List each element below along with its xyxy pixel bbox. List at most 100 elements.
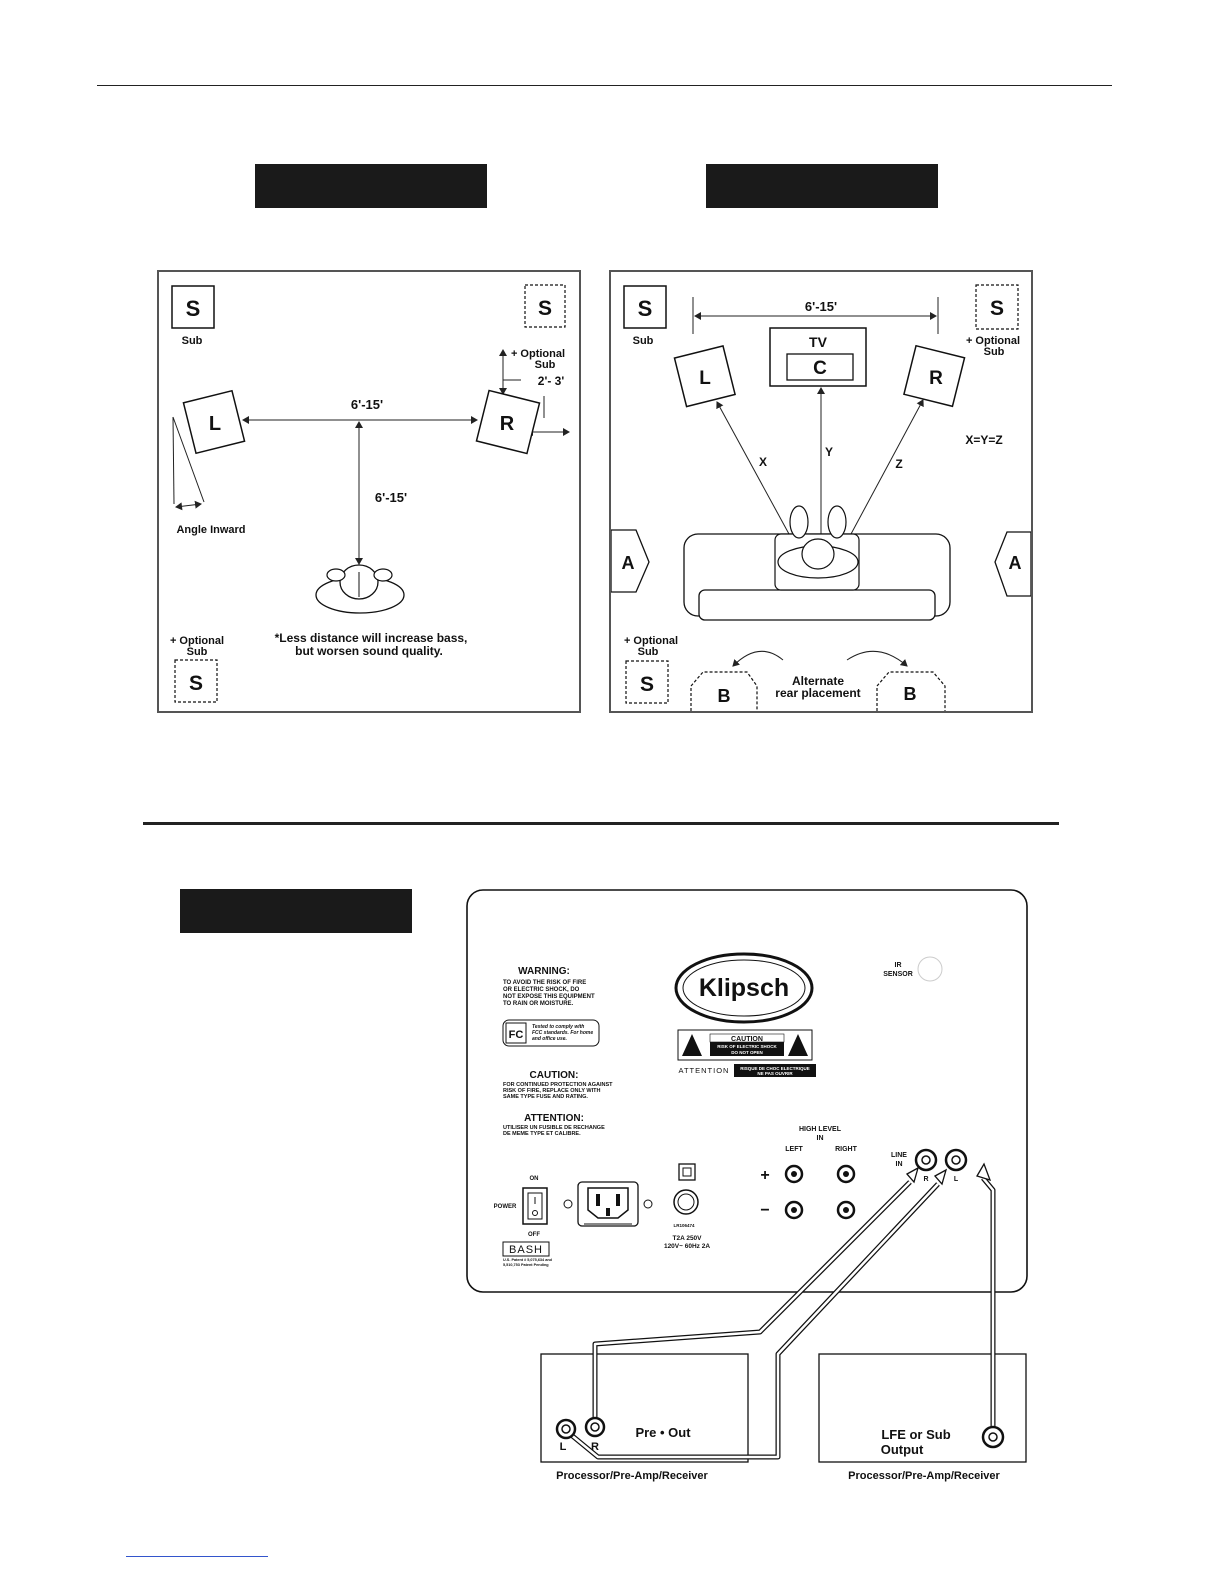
fcc-line-3: and office use.: [532, 1036, 567, 1042]
fcc-logo: FC: [509, 1029, 524, 1041]
ir-sensor: [917, 956, 943, 982]
bash-logo: [502, 1241, 550, 1257]
plus-label: +: [760, 1167, 769, 1184]
attention-line-1: UTILISER UN FUSIBLE DE RECHANGE: [503, 1125, 605, 1131]
high-level-label-1: HIGH LEVEL: [799, 1126, 842, 1133]
optional-sub-letter: S: [538, 297, 552, 320]
optional-sub-bl-letter: S: [189, 672, 203, 695]
sub-letter: S: [638, 296, 653, 321]
optional-sub-bl-label-1: + Optional: [170, 635, 224, 647]
warning-line-4: TO RAIN OR MOISTURE.: [503, 1001, 574, 1007]
optional-sub-bl-label-2: Sub: [638, 646, 659, 658]
left-speaker: [182, 389, 246, 455]
center-speaker-letter: C: [813, 358, 827, 379]
line-in-l-label: L: [954, 1176, 959, 1183]
equation-label: X=Y=Z: [965, 433, 1002, 447]
bash-label: BASH: [509, 1244, 543, 1256]
bash-note-1: U.S. Patent # 5,075,634 and: [503, 1258, 553, 1262]
top-rule: [97, 85, 1112, 86]
left-label: LEFT: [785, 1146, 803, 1153]
fcc-line-1: Tested to comply with: [532, 1024, 584, 1030]
caution-box-line-3: DO NOT OPEN: [731, 1050, 763, 1055]
left-speaker-letter: L: [209, 413, 221, 435]
header-tab-right: [706, 164, 938, 208]
optional-sub-label-2: Sub: [535, 359, 556, 371]
caution-line-1: FOR CONTINUED PROTECTION AGAINST: [503, 1082, 613, 1088]
note-line-2: but worsen sound quality.: [295, 644, 443, 658]
optional-sub-letter: S: [990, 297, 1004, 320]
optional-sub-label-1: + Optional: [511, 348, 565, 360]
pre-out-l-label: L: [560, 1441, 567, 1453]
attention-box-line-1: RISQUE DE CHOC ELECTRIQUE: [740, 1066, 810, 1071]
alternate-label-1: Alternate: [792, 674, 844, 688]
optional-sub-bl-box: [174, 659, 218, 703]
high-level-label-2: IN: [817, 1135, 824, 1142]
x-label: X: [759, 455, 767, 469]
left-speaker: [673, 345, 737, 408]
fcc-line-2: FCC standards. For home: [532, 1030, 593, 1036]
side-speaker-right-letter: A: [1009, 553, 1022, 573]
placement-diagram-left-svg: S Sub S + Optional Sub 2'- 3' L Angle In…: [170, 284, 570, 703]
header-tab-left: [255, 164, 487, 208]
distance-lr: 6'-15': [351, 397, 383, 412]
optional-sub-bl-letter: S: [640, 673, 654, 696]
attention-line-2: DE MEME TYPE ET CALIBRE.: [503, 1131, 581, 1137]
left-speaker-letter: L: [699, 368, 711, 389]
ir-label-1: IR: [895, 962, 902, 969]
placement-diagram-left: S Sub S + Optional Sub 2'- 3' L Angle In…: [157, 270, 581, 713]
placement-diagram-right-svg: S Sub S + Optional Sub 6'-15' TV C L R X…: [610, 284, 1032, 711]
power-off-label: OFF: [528, 1232, 540, 1238]
rear-speaker-right: [876, 671, 946, 711]
sub-box: [623, 285, 667, 329]
caution-title: CAUTION:: [530, 1070, 579, 1081]
caution-line-3: SAME TYPE FUSE AND RATING.: [503, 1094, 588, 1100]
lfe-label-2: Output: [881, 1442, 924, 1457]
rear-speaker-left-letter: B: [718, 686, 731, 706]
optional-sub-bl-box: [625, 660, 669, 704]
warning-triangle-icon: [682, 1034, 702, 1056]
fuse-rating-2: 120V~ 60Hz 2A: [664, 1243, 710, 1250]
right-speaker-letter: R: [500, 413, 515, 435]
right-speaker: [903, 344, 966, 408]
receiver-left: [540, 1353, 749, 1463]
distance-lr: 6'-15': [805, 299, 837, 314]
pre-out-r-label: R: [591, 1441, 599, 1453]
rear-speaker-left: [690, 671, 758, 711]
line-in-label-1: LINE: [891, 1152, 907, 1159]
optional-sub-box: [975, 284, 1019, 330]
header-tab-connection: [180, 889, 412, 933]
line-in-r-label: R: [923, 1176, 928, 1183]
warning-title: WARNING:: [518, 966, 570, 977]
warning-triangle-icon: [788, 1034, 808, 1056]
tv-label: TV: [809, 334, 828, 350]
fcc-box: [502, 1019, 600, 1047]
sub-label: Sub: [633, 335, 654, 347]
optional-sub-label-2: Sub: [984, 346, 1005, 358]
right-label: RIGHT: [835, 1146, 858, 1153]
power-on-label: ON: [530, 1176, 539, 1182]
ir-label-2: SENSOR: [883, 971, 913, 978]
section-rule: [143, 822, 1059, 825]
side-speaker-left: [610, 529, 650, 593]
caution-box-title: CAUTION: [731, 1036, 763, 1043]
power-label: POWER: [494, 1204, 517, 1210]
distance-2-3: 2'- 3': [538, 374, 565, 388]
right-speaker: [475, 389, 541, 455]
high-level-terminals: [784, 1164, 856, 1220]
footer-underline: [126, 1556, 268, 1557]
lfe-label-1: LFE or Sub: [881, 1427, 950, 1442]
sub-box: [171, 285, 215, 329]
warning-line-3: NOT EXPOSE THIS EQUIPMENT: [503, 994, 595, 1000]
caution-box-line-2: RISK OF ELECTRIC SHOCK: [717, 1044, 777, 1049]
brand-name: Klipsch: [699, 974, 789, 1002]
attention-box-line-2: NE PAS OUVRIR: [757, 1071, 793, 1076]
pre-out-label: Pre • Out: [635, 1425, 691, 1440]
optional-sub-label-1: + Optional: [966, 335, 1020, 347]
center-speaker: [786, 353, 854, 381]
rear-panel-diagram: WARNING: TO AVOID THE RISK OF FIRE OR EL…: [466, 889, 1028, 1482]
sub-letter: S: [186, 296, 201, 321]
caution-line-2: RISK OF FIRE, REPLACE ONLY WITH: [503, 1088, 601, 1094]
line-in-label-2: IN: [896, 1161, 903, 1168]
bash-note-2: 5,510,753 Patent Pending: [503, 1263, 549, 1267]
z-label: Z: [895, 457, 902, 471]
